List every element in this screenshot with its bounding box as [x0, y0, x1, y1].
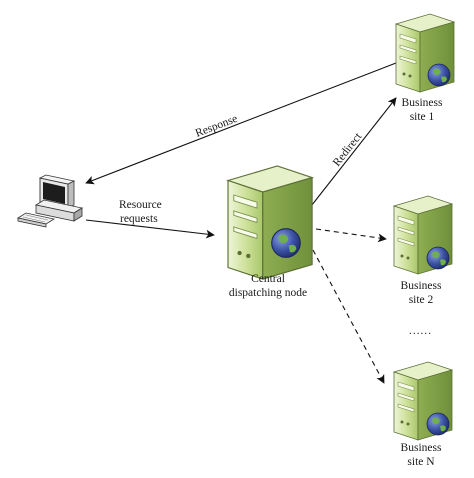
siteN-label-line2: site N	[407, 456, 435, 468]
computer-icon	[16, 174, 84, 228]
central-globe-icon	[271, 228, 301, 258]
response-arrow	[85, 62, 397, 185]
redirect-label: Redirect	[331, 130, 365, 169]
request-arrow	[85, 219, 215, 239]
request-label-line2: requests	[120, 213, 158, 225]
request-label-line1: Resource	[119, 199, 162, 211]
central-label-line1: Central	[251, 273, 285, 285]
dashed-arrow-site2	[315, 228, 387, 243]
site1-globe-icon	[427, 63, 451, 87]
site2-label-line2: site 2	[409, 294, 434, 306]
central-label-line2: dispatching node	[229, 287, 307, 299]
ellipsis: ……	[409, 325, 432, 337]
response-label: Response	[194, 113, 239, 140]
site2-label-line1: Business	[401, 280, 442, 292]
redirect-arrow	[307, 97, 397, 211]
site1-label-line2: site 1	[410, 111, 435, 123]
site1-label-line1: Business	[402, 97, 443, 109]
site2-globe-icon	[426, 246, 450, 270]
siteN-label-line1: Business	[401, 442, 442, 454]
central-server-icon	[227, 165, 313, 280]
siteN-globe-icon	[426, 412, 450, 436]
dashed-arrow-siteN	[312, 249, 385, 384]
